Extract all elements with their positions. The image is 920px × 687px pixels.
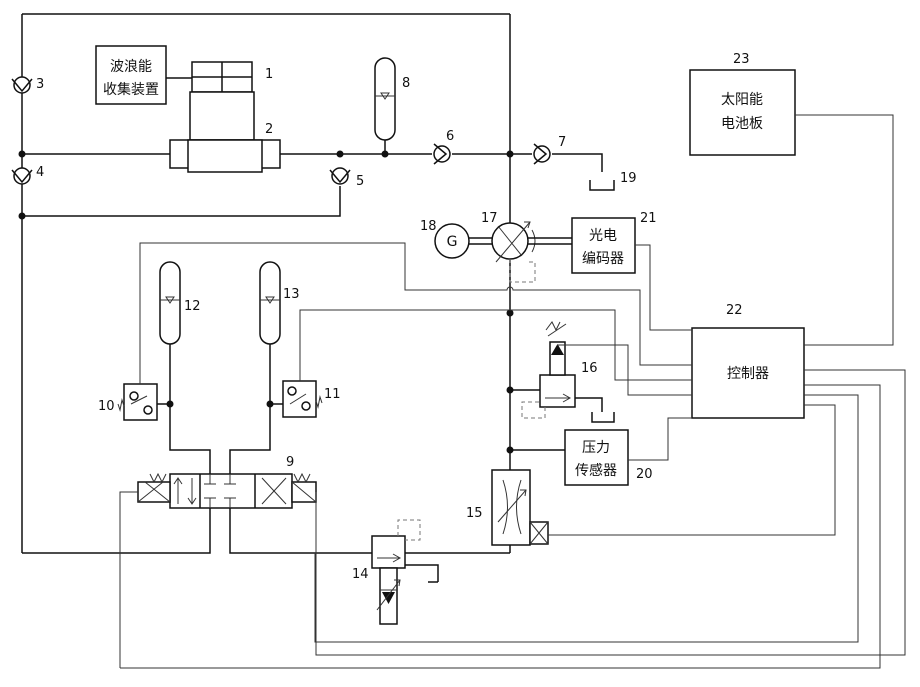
pressure-sensor-label-1: 压力: [582, 440, 610, 456]
generator-18: G: [435, 224, 492, 258]
num-11: 11: [324, 387, 341, 402]
relief-valve-16: [510, 322, 614, 422]
check-valve-7: [534, 144, 550, 164]
solar-panel-23: 太阳能 电池板: [690, 70, 795, 155]
valve-14: [372, 520, 438, 624]
num-22: 22: [726, 303, 743, 318]
controller-22: 控制器: [692, 328, 804, 418]
tank-19: [590, 180, 614, 190]
generator-label: G: [447, 234, 458, 250]
accumulator-8: [375, 58, 395, 154]
num-21: 21: [640, 211, 657, 226]
num-18: 18: [420, 219, 437, 234]
accumulator-13: [230, 262, 283, 474]
accumulator-12: [157, 262, 210, 474]
num-2: 2: [265, 122, 273, 137]
num-16: 16: [581, 361, 598, 376]
throttle-valve-15: [492, 470, 548, 545]
num-1: 1: [265, 67, 273, 82]
num-17: 17: [481, 211, 498, 226]
wave-device-label-2: 收集装置: [103, 81, 159, 98]
num-23: 23: [733, 52, 750, 67]
num-5: 5: [356, 174, 364, 189]
encoder-21: 光电 编码器: [572, 218, 635, 273]
num-10: 10: [98, 399, 115, 414]
num-4: 4: [36, 165, 44, 180]
num-8: 8: [402, 76, 410, 91]
check-valve-4: [12, 168, 32, 184]
encoder-label-1: 光电: [589, 228, 617, 244]
num-9: 9: [286, 455, 294, 470]
valve-10: [118, 384, 157, 420]
encoder-label-2: 编码器: [582, 251, 624, 267]
num-6: 6: [446, 129, 454, 144]
num-3: 3: [36, 77, 44, 92]
solar-label-1: 太阳能: [721, 92, 763, 108]
num-12: 12: [184, 299, 201, 314]
pressure-sensor-label-2: 传感器: [575, 462, 617, 479]
num-15: 15: [466, 506, 483, 521]
check-valve-5: [330, 168, 350, 184]
num-20: 20: [636, 467, 653, 482]
solar-label-2: 电池板: [721, 116, 763, 132]
controller-label: 控制器: [727, 366, 769, 382]
num-14: 14: [352, 567, 369, 582]
wave-device-label-1: 波浪能: [110, 59, 152, 75]
num-7: 7: [558, 135, 566, 150]
wave-energy-device: 波浪能 收集装置: [96, 46, 192, 104]
valve-11: [283, 381, 322, 417]
check-valve-6: [434, 144, 450, 164]
directional-valve-9: [120, 474, 316, 668]
num-19: 19: [620, 171, 637, 186]
check-valve-3: [12, 77, 32, 93]
hydraulic-motor-17: [492, 222, 572, 282]
num-13: 13: [283, 287, 300, 302]
